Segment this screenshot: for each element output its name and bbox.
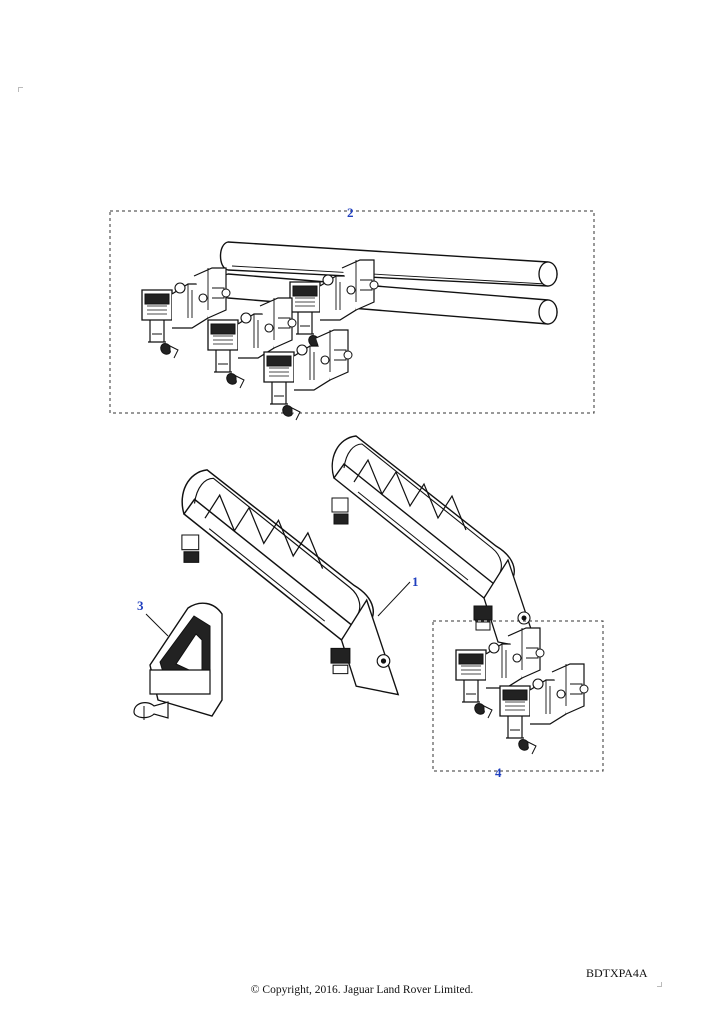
end-cover-icon — [133, 602, 223, 720]
crop-mark-top-left — [18, 87, 23, 92]
crop-mark-bottom-right — [657, 982, 662, 987]
callout-item-4: 4 — [495, 765, 502, 780]
copyright-notice: © Copyright, 2016. Jaguar Land Rover Lim… — [250, 984, 474, 996]
leader-line-item-3 — [145, 613, 169, 637]
kit-boundary-item-4 — [432, 620, 604, 772]
callout-item-3: 3 — [137, 598, 144, 613]
kit-boundary-item-2 — [109, 210, 595, 414]
callout-item-2: 2 — [347, 205, 354, 220]
callout-item-1: 1 — [412, 574, 419, 589]
illustration-reference-code: BDTXPA4A — [586, 966, 648, 980]
ski-clamp-icon — [455, 627, 589, 755]
leader-line-item-1 — [377, 581, 411, 617]
